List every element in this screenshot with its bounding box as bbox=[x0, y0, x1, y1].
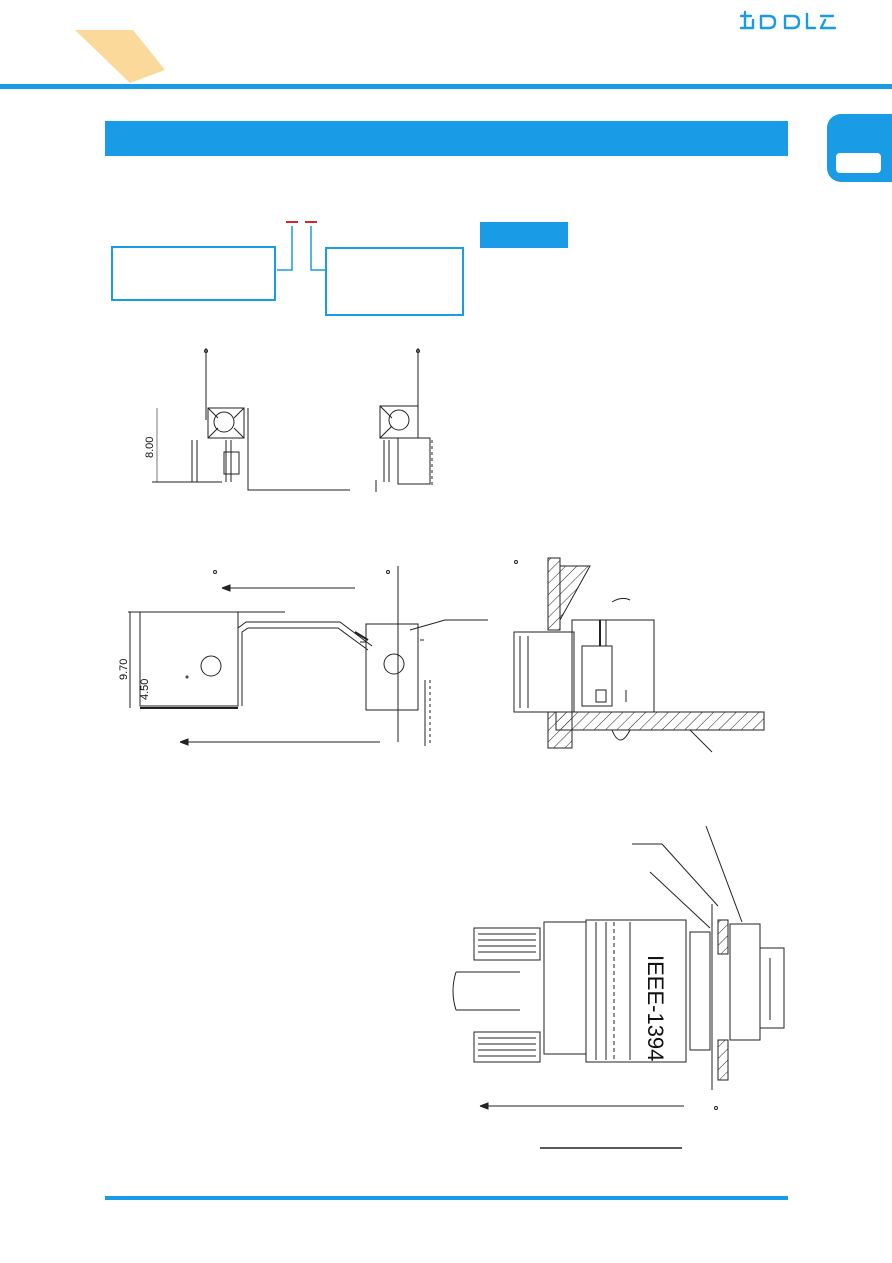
header-rule bbox=[0, 84, 892, 89]
section-title-bar bbox=[105, 121, 788, 156]
top-drawing bbox=[152, 348, 433, 492]
brand-logo bbox=[735, 6, 845, 34]
bottom-drawing bbox=[452, 825, 785, 1149]
connector-label: IEEE-1394 bbox=[643, 955, 668, 1061]
part-number-label-box-left bbox=[111, 246, 276, 301]
dim-hole-label: 4.50 bbox=[139, 679, 151, 700]
dim-overall-label: 9.70 bbox=[118, 659, 130, 680]
corner-decoration bbox=[75, 25, 170, 85]
part-number-callout-lines bbox=[277, 221, 325, 271]
section-badge bbox=[480, 222, 568, 248]
middle-right-drawing bbox=[513, 557, 765, 753]
side-index-tab-label bbox=[836, 153, 881, 173]
part-number-label-box-right bbox=[325, 247, 464, 316]
footer-rule bbox=[105, 1196, 788, 1200]
middle-left-drawing bbox=[128, 566, 488, 746]
dim-height-label: 8.00 bbox=[144, 437, 156, 458]
